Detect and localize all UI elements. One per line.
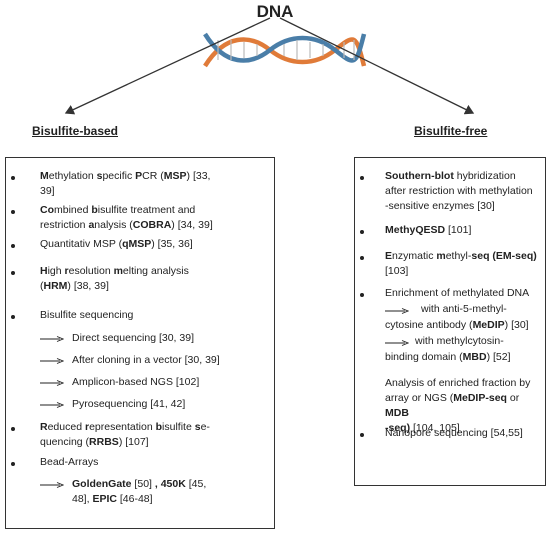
branch-arrow-left bbox=[64, 17, 271, 115]
arrow-right-icon bbox=[40, 358, 64, 364]
item-msp: Methylation specific PCR (MSP) [33, 39] bbox=[40, 170, 211, 197]
item-bead-arrays: Bead-Arrays bbox=[40, 456, 99, 468]
helix-rungs bbox=[217, 40, 355, 60]
item-cobra: Combined bisulfite treatment and restric… bbox=[40, 204, 213, 231]
arrow-right-icon bbox=[40, 482, 64, 488]
diagram-title: DNA bbox=[256, 2, 294, 21]
item-qmsp: Quantitativ MSP (qMSP) [35, 36] bbox=[40, 238, 193, 250]
bullet bbox=[360, 256, 364, 260]
bullet bbox=[360, 230, 364, 234]
bullet bbox=[360, 293, 364, 297]
sub-item-direct-sequencing: Direct sequencing [30, 39] bbox=[72, 332, 194, 344]
arrow-right-icon bbox=[385, 340, 409, 346]
bullet bbox=[11, 176, 15, 180]
heading-bisulfite-free: Bisulfite-free bbox=[414, 124, 488, 138]
item-methyqesd: MethyQESD [101] bbox=[385, 224, 472, 236]
bisulfite-based-box: Methylation specific PCR (MSP) [33, 39] … bbox=[5, 157, 275, 529]
item-hrm: High resolution melting analysis (HRM) [… bbox=[40, 265, 189, 292]
item-enrichment: Enrichment of methylated DNA bbox=[385, 287, 530, 299]
arrow-right-icon bbox=[40, 402, 64, 408]
bullet bbox=[360, 176, 364, 180]
arrow-right-icon bbox=[40, 336, 64, 342]
sub-item-bead-platforms: GoldenGate [50] , 450K [45, 48], EPIC [4… bbox=[72, 478, 207, 505]
branch-arrow-right bbox=[279, 17, 475, 115]
bullet bbox=[11, 244, 15, 248]
bisulfite-free-box: Southern-blot hybridization after restri… bbox=[354, 157, 546, 486]
bullet bbox=[11, 271, 15, 275]
bullet bbox=[11, 315, 15, 319]
item-bisulfite-sequencing: Bisulfite sequencing bbox=[40, 309, 134, 321]
helix-strand-blue bbox=[203, 32, 367, 63]
item-em-seq: Enzymatic methyl-seq (EM-seq) [103] bbox=[385, 250, 537, 277]
bullet bbox=[11, 462, 15, 466]
arrow-right-icon bbox=[40, 380, 64, 386]
sub-item-pyrosequencing: Pyrosequencing [41, 42] bbox=[72, 398, 186, 410]
sub-item-amplicon-ngs: Amplicon-based NGS [102] bbox=[72, 376, 200, 388]
item-southern-blot: Southern-blot hybridization after restri… bbox=[385, 170, 533, 212]
sub-item-mbd-line1: with methylcytosin- bbox=[415, 335, 504, 347]
sub-item-mbd-line2: binding domain (MBD) [52] bbox=[385, 351, 511, 363]
bullet bbox=[11, 427, 15, 431]
bullet bbox=[360, 433, 364, 437]
helix-strand-orange bbox=[203, 37, 367, 68]
sub-item-medip-line2: cytosine antibody (MeDIP) [30] bbox=[385, 319, 529, 331]
sub-item-after-cloning: After cloning in a vector [30, 39] bbox=[72, 354, 220, 366]
sub-item-medip-line1: with anti-5-methyl- bbox=[421, 303, 507, 315]
dna-helix-icon bbox=[203, 32, 367, 68]
heading-bisulfite-based: Bisulfite-based bbox=[32, 124, 119, 138]
item-analysis-enriched: Analysis of enriched fraction by array o… bbox=[385, 377, 531, 434]
bullet bbox=[11, 210, 15, 214]
item-nanopore: Nanopore sequencing [54,55] bbox=[385, 427, 523, 439]
item-rrbs: Reduced representation bisulfite se- que… bbox=[40, 421, 210, 448]
arrow-right-icon bbox=[385, 308, 409, 314]
